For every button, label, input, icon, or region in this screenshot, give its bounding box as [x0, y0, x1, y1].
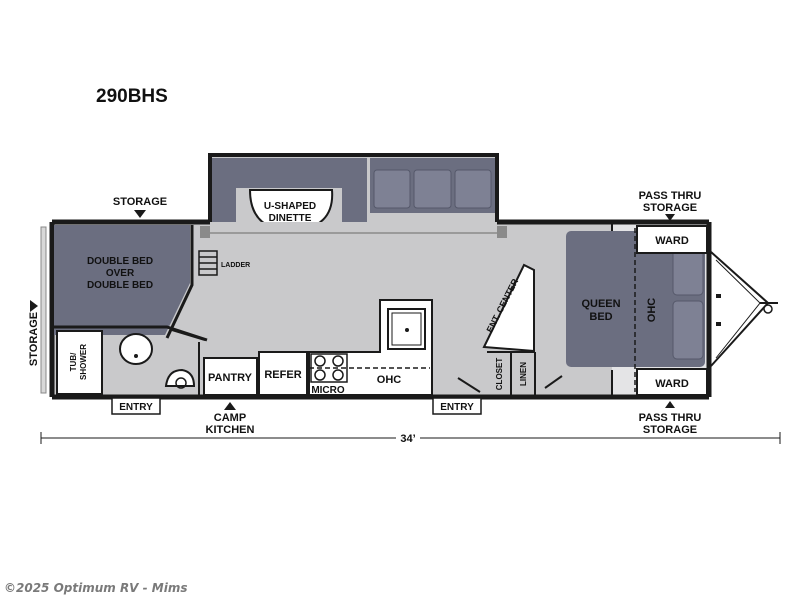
- door-swing-1: [457, 377, 481, 393]
- ward-top-label: WARD: [655, 235, 689, 247]
- wardrobe-bottom: [636, 368, 708, 396]
- queen-bed-label-1: QUEEN: [581, 298, 620, 310]
- pass-thru-top-arrow: [665, 214, 675, 221]
- burner-4: [332, 369, 344, 381]
- linen-label: LINEN: [519, 362, 528, 386]
- burner-2: [332, 355, 344, 367]
- bunk-label-3: DOUBLE BED: [87, 280, 153, 291]
- ward-bottom-label: WARD: [655, 378, 689, 390]
- sofa-cushion-1: [373, 169, 411, 209]
- door-swing-2: [544, 375, 563, 389]
- dinette-bench: [212, 158, 367, 222]
- micro-label: MICRO: [311, 385, 345, 396]
- queen-bed: [566, 231, 705, 367]
- dimension-label-bg: [396, 430, 420, 444]
- pass-thru-bottom-arrow: [665, 401, 675, 408]
- camp-kitchen-label-2: KITCHEN: [206, 424, 255, 436]
- kitchen-sink-drain: [405, 328, 409, 332]
- storage-left-label: STORAGE: [28, 312, 40, 366]
- queen-bed-label-2: BED: [589, 311, 612, 323]
- pantry-label: PANTRY: [208, 372, 253, 384]
- closet-label: CLOSET: [495, 358, 504, 391]
- ladder-label: LADDER: [221, 262, 250, 269]
- tub-label-1: TUB/: [69, 352, 78, 371]
- toilet-seat: [175, 377, 187, 389]
- pass-thru-bottom-label-2: STORAGE: [643, 424, 697, 436]
- refer-label: REFER: [264, 369, 301, 381]
- tub-shower: [56, 330, 103, 395]
- pass-thru-top-label-2: STORAGE: [643, 202, 697, 214]
- galley-ohc-label: OHC: [377, 374, 402, 386]
- door-swing-3: [171, 329, 206, 341]
- watermark: ©2025 Optimum RV - Mims: [4, 581, 188, 595]
- refrigerator: [258, 351, 308, 396]
- closet-wall: [487, 351, 536, 396]
- pass-thru-bottom-label-1: PASS THRU: [639, 412, 702, 424]
- ent-center: [482, 263, 535, 353]
- hitch: [710, 251, 778, 367]
- dinette-label-1: U-SHAPED: [264, 201, 316, 212]
- dinette-label-2: DINETTE: [269, 213, 312, 224]
- bunk-bed: [54, 225, 190, 335]
- rear-bumper: [40, 226, 47, 394]
- slide-opening-end-left: [200, 226, 210, 238]
- bedroom-ohc-label: OHC: [646, 298, 658, 323]
- pantry: [203, 357, 258, 396]
- pass-thru-top-label-1: PASS THRU: [639, 190, 702, 202]
- entry-main-box: [432, 397, 482, 415]
- storage-left-arrow: [30, 300, 38, 312]
- sofa-cushion-2: [413, 169, 452, 209]
- slide-out-wall: [208, 153, 499, 222]
- storage-top-label: STORAGE: [113, 196, 167, 208]
- length-label: 34’: [400, 433, 415, 445]
- bath-sink-drain: [134, 354, 138, 358]
- bunk-label-2: OVER: [106, 268, 135, 279]
- entry-main-label: ENTRY: [440, 402, 474, 413]
- burner-3: [314, 369, 326, 381]
- camp-kitchen-label-1: CAMP: [214, 412, 246, 424]
- entry-rear-label: ENTRY: [119, 402, 153, 413]
- bunk-wall: [165, 225, 194, 339]
- storage-top-arrow: [134, 210, 146, 218]
- pillow-2: [672, 300, 704, 360]
- sofa-cushion-3: [454, 169, 492, 209]
- entry-rear-box: [111, 397, 161, 415]
- burner-1: [314, 355, 326, 367]
- slide-opening-end-right: [497, 226, 507, 238]
- kitchen-sink-basin: [391, 312, 422, 346]
- bunk-label-1: DOUBLE BED: [87, 256, 153, 267]
- tub-label-2: SHOWER: [79, 344, 88, 380]
- ladder: [198, 250, 218, 276]
- bath-sink: [119, 333, 153, 365]
- wardrobe-top: [636, 225, 708, 254]
- camp-kitchen-arrow: [224, 402, 236, 410]
- model-title: 290BHS: [96, 86, 168, 107]
